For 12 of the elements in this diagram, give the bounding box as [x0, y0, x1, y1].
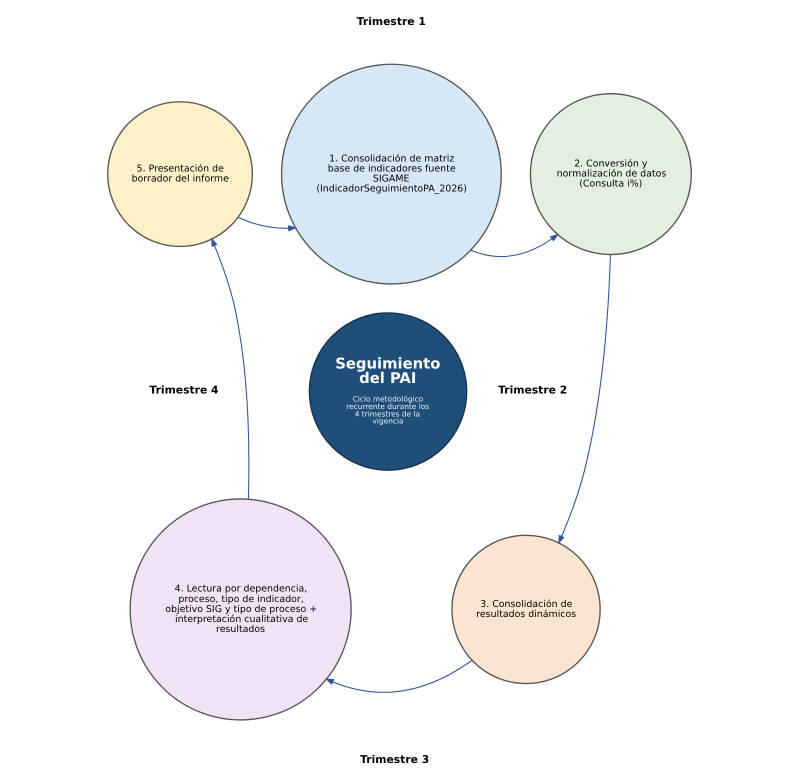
- node-circle: 4. Lectura por dependencia, proceso, tipo de indicador, objetivo SIG y tipo de proceso + interpretación cualitativa de resultados: [129, 498, 352, 721]
- label: Trimestre 1: [356, 14, 426, 28]
- arrow: [210, 238, 249, 500]
- arrow: [470, 234, 558, 258]
- node-circle: 1. Consolidación de matriz base de indicadores fuente SIGAME (IndicadorSeguimientoPA_2026): [280, 64, 502, 285]
- arrow: [558, 254, 610, 544]
- arrow: [238, 216, 297, 232]
- label: Trimestre 2: [498, 383, 567, 396]
- label: Trimestre 3: [360, 752, 429, 766]
- label: Trimestre 4: [148, 383, 218, 396]
- arrow: [324, 660, 472, 693]
- node-circle: 2. Conversión y normalización de datos (Consulta i%): [529, 92, 692, 256]
